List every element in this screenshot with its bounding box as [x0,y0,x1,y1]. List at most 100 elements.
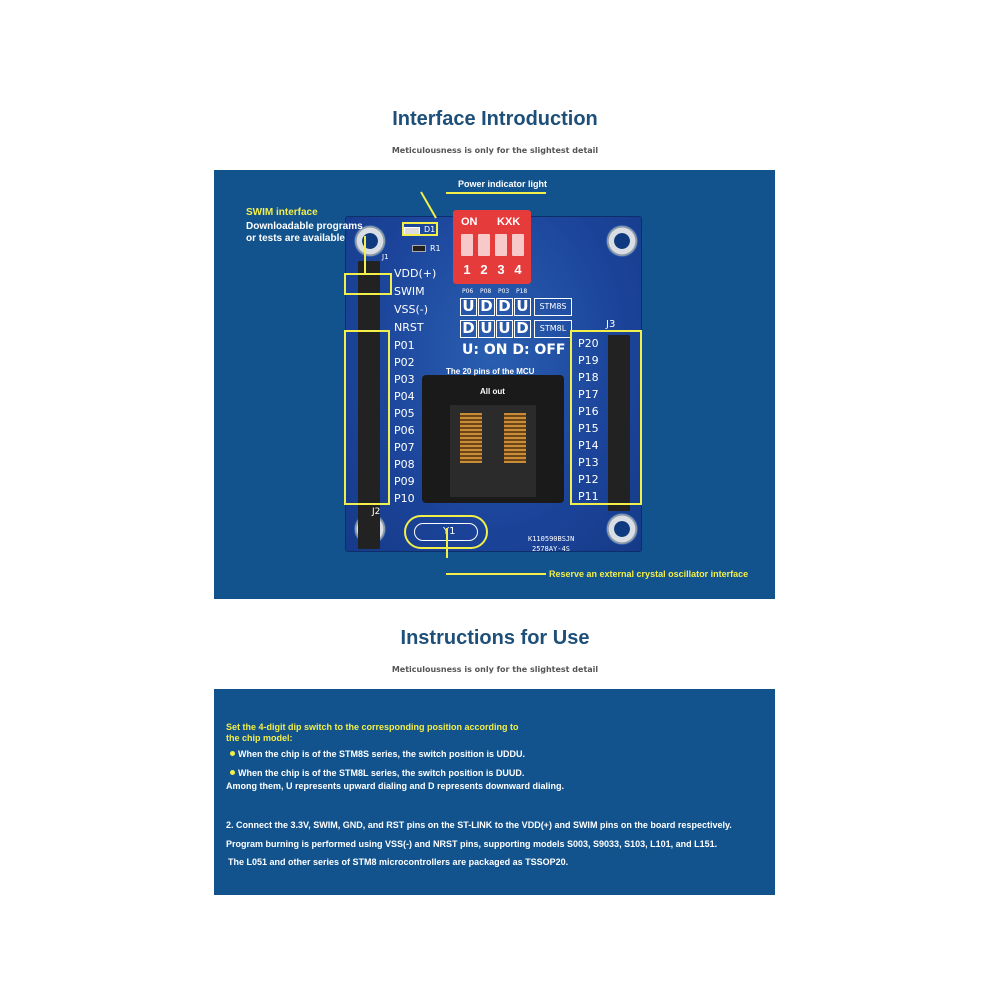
connector-right-label: J3 [606,319,616,330]
row2-letter-3: U [496,320,513,338]
dip-number-2: 2 [480,262,488,277]
socket-spring-right [504,413,526,463]
right-pins-highlight-box [570,330,642,505]
tssop20-socket [422,375,564,503]
chip-code-line1: K110590BSJN [528,535,575,543]
crystal-callout-line-h [446,573,546,575]
power-callout-line-h [446,192,546,194]
dip-switch: ON KXK 1 2 3 4 [453,210,531,284]
mounting-hole-top-right [606,225,638,257]
resistor-component [412,245,426,252]
pin-label-p17: P17 [578,388,599,401]
section-title-instructions: Instructions for Use [400,627,590,649]
instruction-bullet1-text: When the chip is of the STM8S series, th… [238,749,526,759]
connector-top-label: J1 [382,253,389,261]
pin-label-p02: P02 [394,356,415,369]
all-out-callout: All out [480,387,505,396]
pin-label-p04: P04 [394,390,415,403]
pin-label-p11: P11 [578,490,599,503]
pin-label-swim: SWIM [394,285,425,298]
row1-label: STM8S [534,298,572,316]
pin-label-p18: P18 [578,371,599,384]
pin-label-p03: P03 [394,373,415,386]
dip-on-label: ON [461,216,478,228]
swim-callout-title: SWIM interface [246,207,318,218]
dip-number-4: 4 [514,262,522,277]
row2-letter-4: D [514,320,531,338]
row2-letter-2: U [478,320,495,338]
swim-callout-line [364,236,366,274]
crystal-callout-line-v [446,528,448,558]
left-header-strip [358,261,380,549]
interface-panel: D1 R1 J1 VDD(+) SWIM VSS(-) NRST P01 P02… [214,170,775,599]
dip-slot-1 [461,234,473,256]
pin-label-nrst: NRST [394,321,424,334]
section-subtitle-interface: Meticulousness is only for the slightest… [391,146,599,155]
connector-left-label: J2 [372,507,381,517]
instruction-line1b: the chip model: [226,733,293,743]
crystal-label: Y1 [443,526,456,537]
pin-label-p14: P14 [578,439,599,452]
pin-label-p20: P20 [578,337,599,350]
pin-label-p01: P01 [394,339,415,352]
row2-letter-1: D [460,320,477,338]
led-highlight-box [402,222,438,236]
instruction-bullet1: When the chip is of the STM8S series, th… [230,749,525,759]
pin-label-p16: P16 [578,405,599,418]
instructions-panel: Set the 4-digit dip switch to the corres… [214,689,775,895]
instruction-bullet2-text: When the chip is of the STM8L series, th… [238,768,525,778]
instruction-step2: 2. Connect the 3.3V, SWIM, GND, and RST … [226,820,732,830]
dip-slot-3 [495,234,507,256]
table-header-p08: P08 [480,288,492,295]
socket-spring-left [460,413,482,463]
pin-label-p07: P07 [394,441,415,454]
pin-label-p13: P13 [578,456,599,469]
table-header-p18: P18 [516,288,528,295]
power-callout-line [420,191,437,219]
dip-number-1: 1 [463,262,471,277]
row1-letter-3: D [496,298,513,316]
swim-highlight-box [344,273,392,295]
row1-letter-2: D [478,298,495,316]
mcu-pins-callout: The 20 pins of the MCU [446,367,535,376]
pin-label-p19: P19 [578,354,599,367]
table-header-p03: P03 [498,288,510,295]
instruction-line1a: Set the 4-digit dip switch to the corres… [226,722,519,732]
pin-label-p12: P12 [578,473,599,486]
mounting-hole-top-left [354,225,386,257]
pin-label-p05: P05 [394,407,415,420]
bullet-icon [230,770,235,775]
table-header-p06: P06 [462,288,474,295]
mounting-hole-bottom-right [606,513,638,545]
instruction-note: Among them, U represents upward dialing … [226,781,565,791]
right-header-strip [608,335,630,511]
pin-label-p06: P06 [394,424,415,437]
table-legend: U: ON D: OFF [462,342,566,358]
dip-slot-2 [478,234,490,256]
instruction-step4: The L051 and other series of STM8 microc… [228,857,569,867]
row1-letter-4: U [514,298,531,316]
instruction-bullet2: When the chip is of the STM8L series, th… [230,768,524,778]
pin-label-p08: P08 [394,458,415,471]
section-title-interface: Interface Introduction [392,108,598,130]
crystal-callout-text: Reserve an external crystal oscillator i… [549,569,749,579]
section-subtitle-instructions: Meticulousness is only for the slightest… [391,665,599,674]
pin-label-vdd: VDD(+) [394,267,437,280]
row1-letter-1: U [460,298,477,316]
power-callout-text: Power indicator light [458,179,548,189]
swim-callout-line1: Downloadable programs [246,221,363,232]
swim-callout-line2: or tests are available [246,233,345,244]
chip-code-line2: 2578AY-4S [532,545,570,553]
pin-label-p15: P15 [578,422,599,435]
pin-label-p09: P09 [394,475,415,488]
pin-label-p10: P10 [394,492,415,505]
instruction-step3: Program burning is performed using VSS(-… [226,839,718,849]
row2-label: STM8L [534,320,572,338]
left-pins-highlight-box [344,330,390,505]
dip-slot-4 [512,234,524,256]
dip-brand-label: KXK [497,216,521,228]
bullet-icon [230,751,235,756]
pin-label-vss: VSS(-) [394,303,429,316]
dip-number-3: 3 [497,262,505,277]
led-label: D1 [424,225,436,234]
